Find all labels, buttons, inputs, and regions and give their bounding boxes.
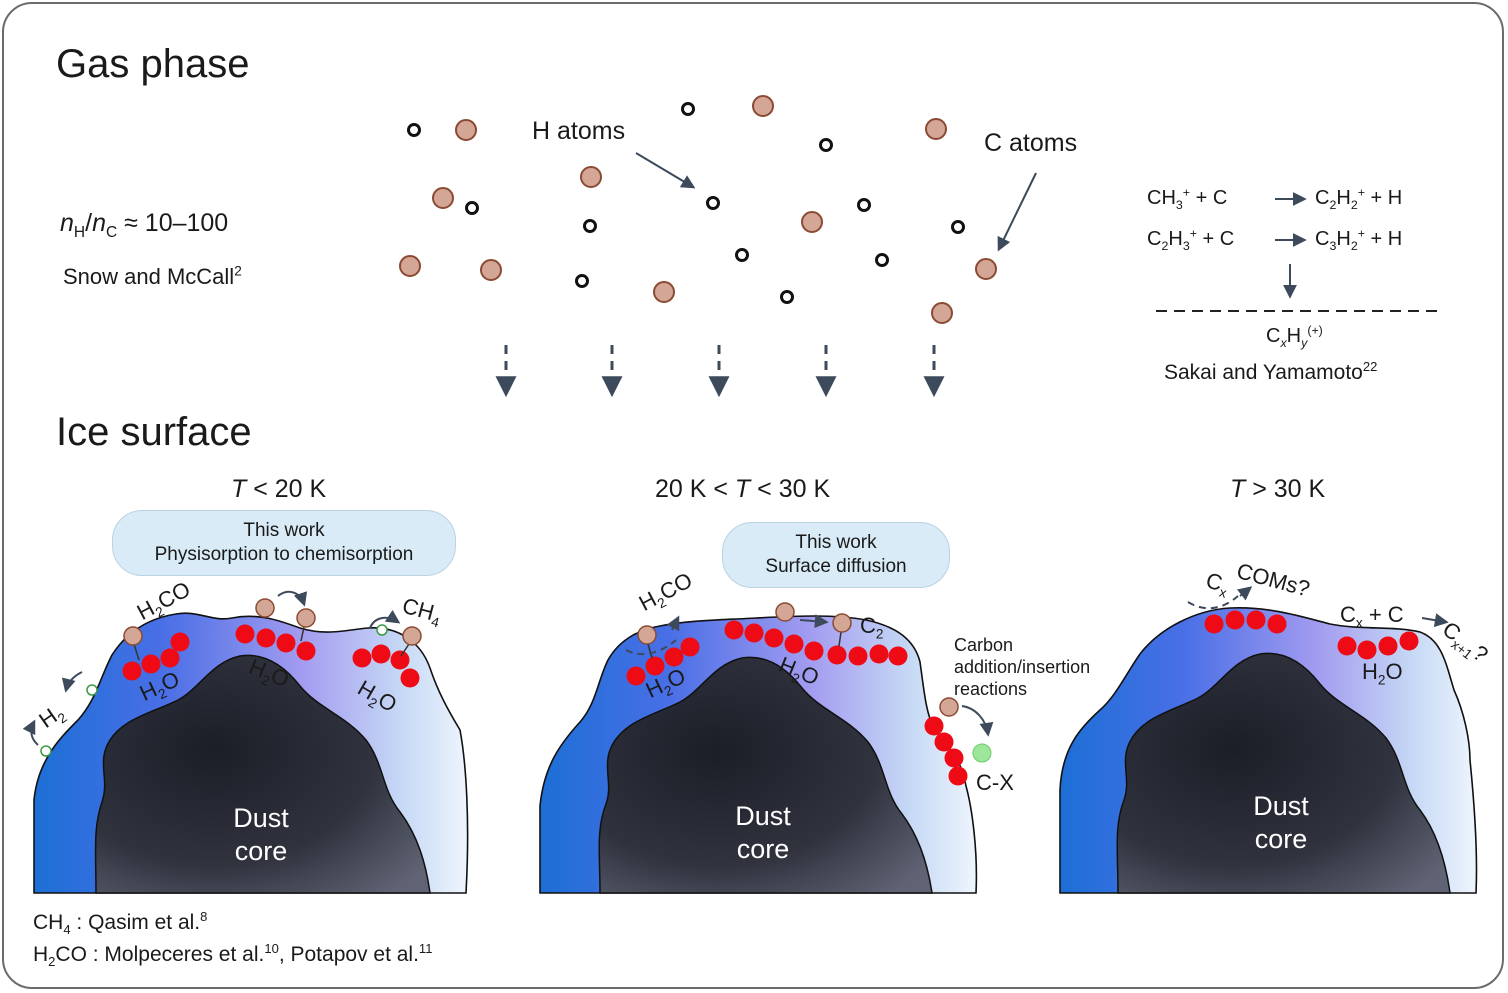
c-atom — [432, 187, 454, 209]
panel2-this-work-bubble: This work Surface diffusion — [722, 522, 950, 588]
cx-radical-2 — [972, 743, 992, 763]
c-atom — [975, 258, 997, 280]
h2co-arrow-2 — [666, 615, 680, 632]
reaction-reference: Sakai and Yamamoto22 — [1164, 359, 1378, 384]
h-atoms-cloud — [407, 102, 965, 304]
water-molecules-1 — [122, 624, 420, 688]
panel2-temperature: 20 K < T < 30 K — [655, 475, 831, 503]
c-atom — [801, 211, 823, 233]
panel3-cx-plus-c-label: Cx + C — [1340, 602, 1404, 631]
water-molecules-2 — [626, 620, 968, 786]
c-atom — [480, 259, 502, 281]
reaction2-reactants: C2H3+ + C — [1147, 226, 1235, 253]
reaction2-products: C3H2+ + H — [1315, 226, 1403, 253]
grain-panel-1 — [22, 590, 469, 894]
gas-phase-heading: Gas phase — [56, 42, 250, 86]
ice-surface-heading: Ice surface — [56, 410, 252, 454]
h-atom — [735, 248, 749, 262]
panel2-cx-label: C-X — [976, 770, 1014, 795]
reaction1-reactants: CH3+ + C — [1147, 185, 1228, 212]
h-atom — [819, 138, 833, 152]
cx-growth-arrow-3 — [1421, 613, 1449, 628]
cx-dash-3 — [1187, 595, 1239, 610]
h-atom — [407, 123, 421, 137]
adsorbed-carbon-1 — [123, 598, 422, 661]
h-atom — [780, 290, 794, 304]
footer-ch4-reference: CH4 : Qasim et al.8 — [33, 909, 208, 938]
footer-h2co-reference: H2CO : Molpeceres et al.10, Potapov et a… — [33, 941, 433, 970]
h-atom — [951, 220, 965, 234]
diffusion-arrow-2 — [799, 614, 829, 629]
c-hop-arrow-1 — [277, 590, 308, 607]
panel1-bubble-line2: Physisorption to chemisorption — [154, 544, 414, 565]
c-atoms-label: C atoms — [984, 129, 1078, 157]
grain-panel-2 — [539, 602, 994, 894]
panel3-temperature: T > 30 K — [1230, 475, 1326, 503]
c-atom — [752, 95, 774, 117]
panel3-h2o-label: H2O — [1362, 659, 1403, 688]
dust-core-1 — [94, 654, 431, 894]
deposition-arrows — [495, 345, 945, 398]
panel1-bubble-line1: This work — [243, 520, 325, 541]
h-atom — [575, 274, 589, 288]
c-atoms-pointer — [997, 172, 1037, 252]
c-atom — [580, 166, 602, 188]
dust-core-2 — [598, 656, 933, 894]
c-atom — [653, 281, 675, 303]
h-atoms-pointer — [635, 152, 696, 189]
c-atoms-cloud — [399, 95, 997, 324]
panel1-dust-core-label: Dust core — [233, 803, 289, 866]
panel1-temperature: T < 20 K — [231, 475, 327, 503]
panel2-c2-label: C2 — [860, 613, 884, 642]
c-atom — [925, 118, 947, 140]
panel1-this-work-bubble: This work Physisorption to chemisorption — [112, 510, 456, 576]
insertion-arrow-2 — [961, 705, 994, 737]
density-reference: Snow and McCall2 — [63, 263, 242, 289]
h-atom — [583, 219, 597, 233]
h-atom — [857, 198, 871, 212]
water-molecules-3 — [1204, 610, 1419, 660]
h-atoms-label: H atoms — [532, 117, 626, 145]
reaction-product-cxhy: CxHy(+) — [1266, 323, 1323, 350]
h-radicals-1 — [40, 624, 388, 757]
h-atom — [875, 253, 889, 267]
panel3-dust-core-label: Dust core — [1253, 791, 1309, 854]
c-atom — [455, 119, 477, 141]
h2-desorption-arrow-2 — [22, 719, 39, 746]
h2-desorption-arrow-1 — [61, 671, 83, 693]
density-ratio: nH/nC ≈ 10–100 — [60, 209, 229, 241]
h2co-dash-2 — [625, 639, 677, 656]
panel2-carbon-addition-label: Carbon addition/insertion reactions — [954, 635, 1091, 699]
panel2-bubble-line1: This work — [795, 532, 877, 553]
adsorbed-carbon-2 — [637, 602, 959, 717]
h-atom — [681, 102, 695, 116]
panel2-bubble-line2: Surface diffusion — [765, 556, 907, 577]
coms-arrow-3 — [1236, 586, 1253, 601]
dust-core-3 — [1116, 652, 1451, 894]
grain-panel-3 — [1059, 586, 1478, 894]
ch4-arrow-1 — [369, 609, 401, 629]
panel2-dust-core-label: Dust core — [735, 801, 791, 864]
h-atom — [706, 196, 720, 210]
reaction1-products: C2H2+ + H — [1315, 185, 1403, 212]
c-atom — [931, 302, 953, 324]
c-atom — [399, 255, 421, 277]
h-atom — [465, 201, 479, 215]
